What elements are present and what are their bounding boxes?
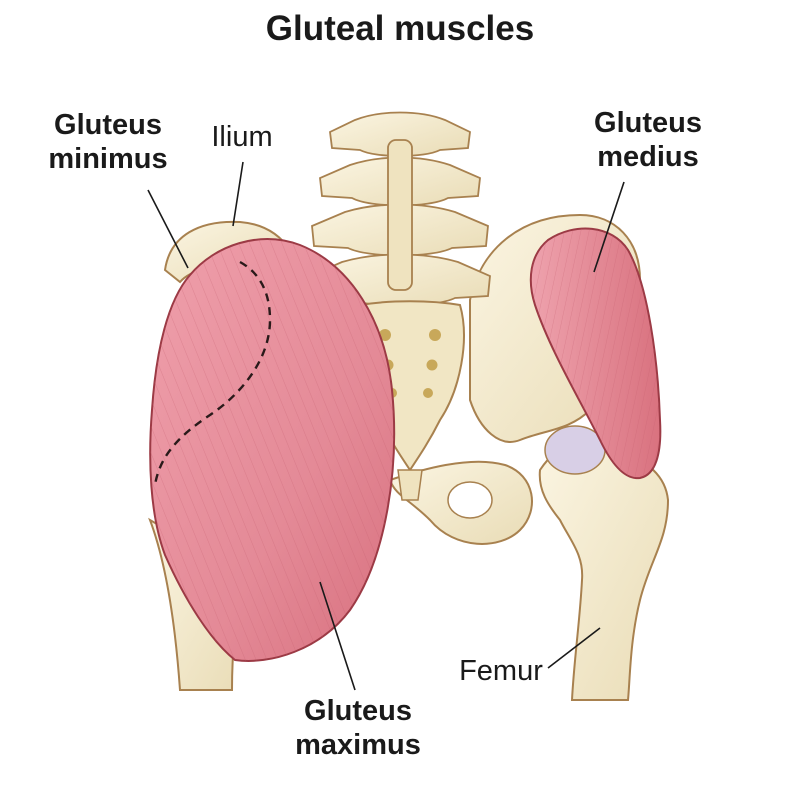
label-gluteus-medius-line1: Gluteus (594, 107, 702, 139)
label-gluteus-minimus-line2: minimus (48, 143, 168, 176)
label-ilium: Ilium (211, 121, 273, 153)
label-gluteus-maximus-line1: Gluteus (304, 695, 412, 727)
leader-gluteus-maximus (319, 581, 356, 691)
leader-gluteus-medius (593, 181, 625, 273)
obturator-foramen (447, 481, 493, 519)
leader-gluteus-minimus (147, 189, 189, 269)
label-femur: Femur (459, 655, 543, 687)
label-gluteus-minimus: Gluteus minimus (28, 108, 188, 176)
leader-femur (547, 627, 601, 669)
right-femur (538, 437, 670, 701)
gluteus-minimus-outline (153, 260, 272, 486)
label-gluteus-minimus-line1: Gluteus (54, 109, 162, 141)
coccyx (397, 469, 423, 501)
label-gluteus-medius-line2: medius (597, 141, 699, 174)
label-gluteus-medius: Gluteus medius (568, 106, 728, 174)
label-gluteus-maximus: Gluteus maximus (278, 694, 438, 762)
diagram-title: Gluteal muscles (265, 9, 535, 48)
leader-lines (147, 161, 625, 691)
label-gluteus-maximus-line2: maximus (295, 729, 421, 762)
leader-ilium (232, 161, 244, 227)
